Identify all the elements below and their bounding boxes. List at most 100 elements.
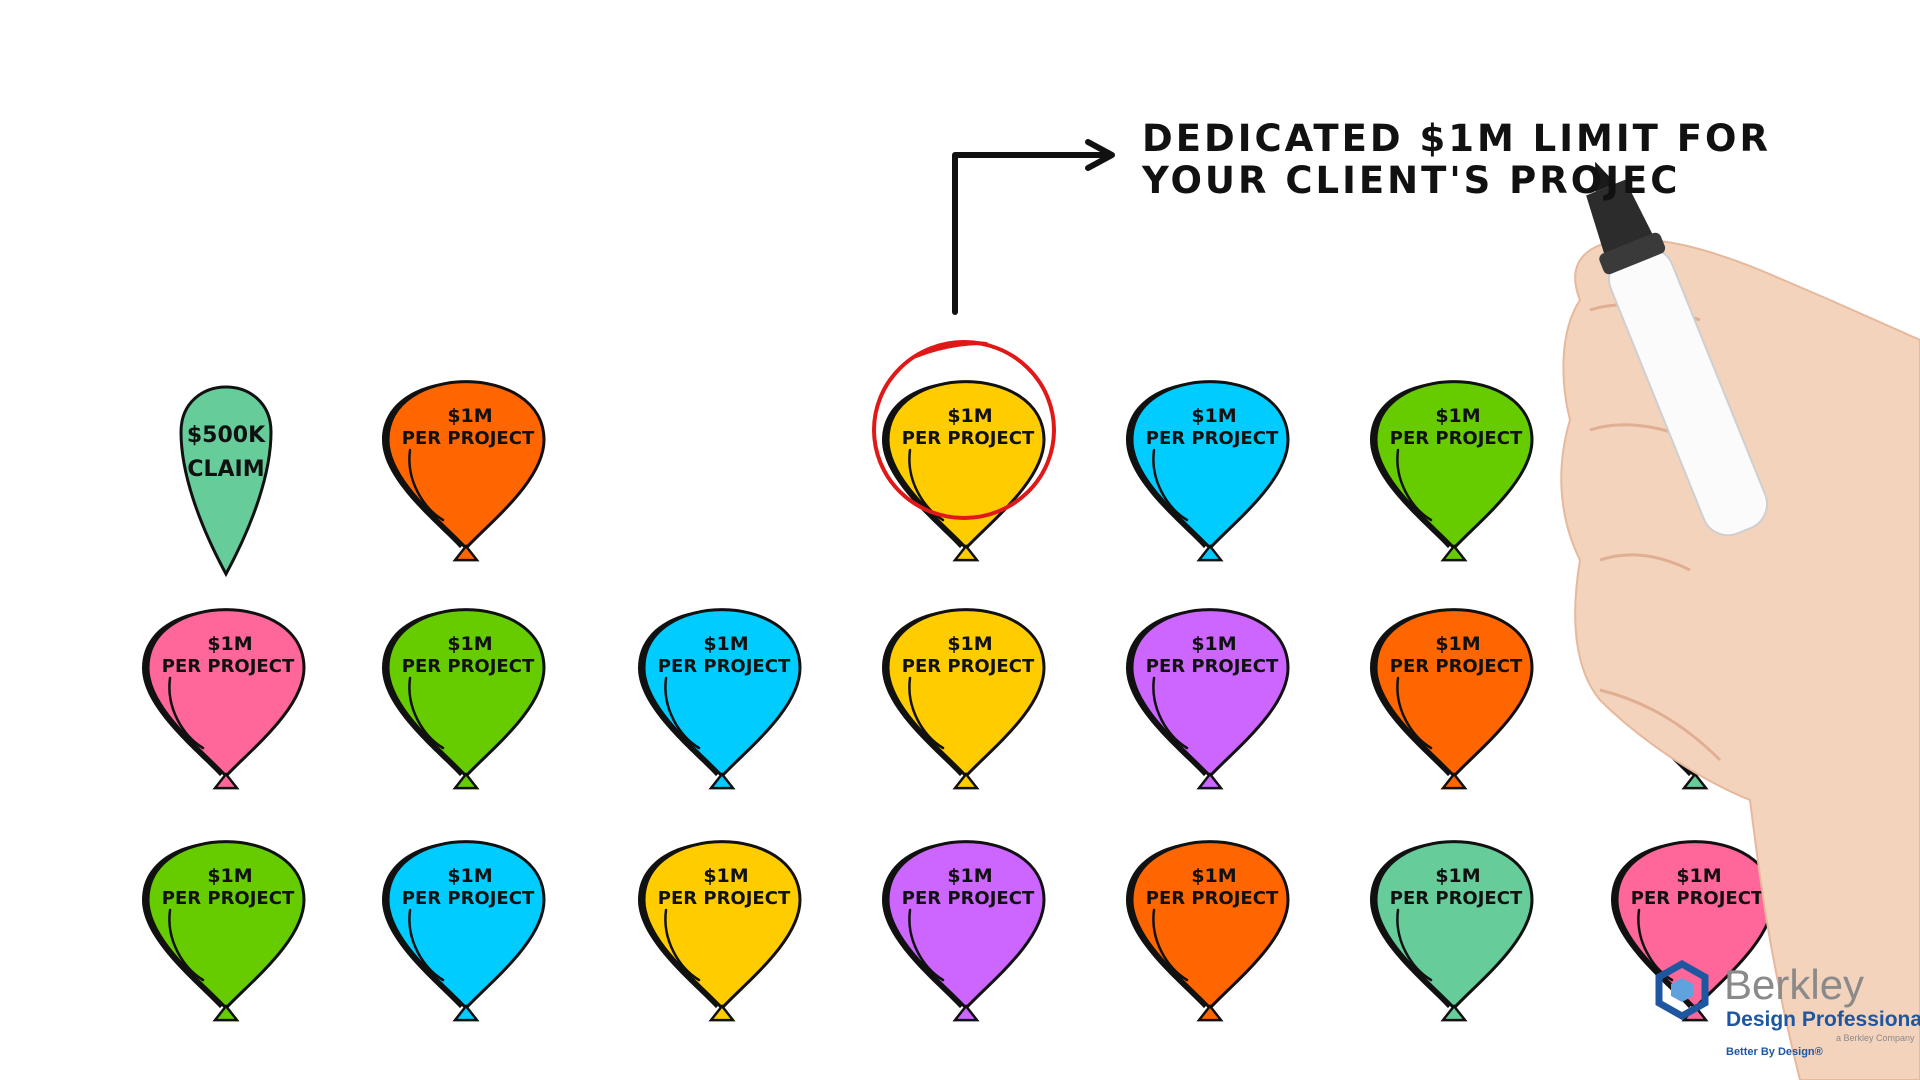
balloon-shine: [908, 676, 945, 750]
balloon-knot: [452, 772, 480, 790]
balloon-shine: [168, 676, 205, 750]
balloon-shine: [664, 676, 701, 750]
claim-label: CLAIM: [187, 457, 264, 482]
balloon-label: PER PROJECT: [1146, 428, 1279, 449]
balloon-knot: [708, 1004, 736, 1022]
balloon-shine: [1396, 448, 1433, 522]
balloon-amount: $1M: [1435, 865, 1480, 887]
balloon-shine: [168, 908, 205, 982]
balloon-knot: [1440, 544, 1468, 562]
callout-text: Dedicated $1M limit for your client's pr…: [1142, 118, 1771, 202]
balloon-amount: $1M: [207, 865, 252, 887]
balloon-label: PER PROJECT: [1390, 888, 1523, 909]
balloon-amount: $1M: [947, 405, 992, 427]
balloon-shine: [408, 908, 445, 982]
balloon-knot: [1440, 772, 1468, 790]
brand-logo: Berkley Design Professional a Berkley Co…: [1650, 958, 1920, 1058]
callout-line-1: Dedicated $1M limit for: [1142, 117, 1771, 160]
balloon-label: PER PROJECT: [658, 888, 791, 909]
balloon-label: PER PROJECT: [902, 888, 1035, 909]
balloon-label: PER PROJECT: [902, 656, 1035, 677]
balloon-knot: [952, 772, 980, 790]
balloon-label: PER PROJECT: [1146, 656, 1279, 677]
highlight-stroke: [914, 341, 988, 358]
balloon-label: PER PROJECT: [1146, 888, 1279, 909]
highlight-circle: [872, 340, 1056, 520]
balloon-amount: $1M: [703, 633, 748, 655]
balloon-shine: [1152, 676, 1189, 750]
balloon-label: PER PROJECT: [902, 428, 1035, 449]
balloon-knot: [212, 1004, 240, 1022]
balloon-knot: [1681, 772, 1709, 790]
balloon-label: PER PROJECT: [1390, 428, 1523, 449]
balloon-amount: $1M: [1435, 633, 1480, 655]
balloon-label: PER PROJECT: [402, 656, 535, 677]
balloon-knot: [952, 1004, 980, 1022]
callout-arrow: [952, 139, 1115, 315]
balloon-shine: [1152, 908, 1189, 982]
logo-tagline: Better By Design®: [1726, 1046, 1823, 1058]
balloon-label: PER PROJECT: [162, 656, 295, 677]
balloon-shine: [408, 448, 445, 522]
balloon-amount: $1M: [447, 865, 492, 887]
balloon-amount: $1M: [1191, 405, 1236, 427]
logo-name: Berkley: [1724, 961, 1865, 1008]
balloon-shine: [1152, 448, 1189, 522]
balloon-amount: $1M: [1191, 633, 1236, 655]
balloon-amount: $1M: [947, 865, 992, 887]
balloon-amount: $1M: [1676, 865, 1721, 887]
balloon-amount: $1M: [703, 865, 748, 887]
balloon-knot: [952, 544, 980, 562]
balloon-label: PER PROJECT: [162, 888, 295, 909]
hand-holding-marker-icon: [1560, 161, 1920, 1080]
callout-line-2: your client's projec: [1142, 159, 1681, 202]
balloon-label: PER PROJECT: [402, 428, 535, 449]
claim-balloon: $500K CLAIM: [179, 385, 273, 578]
balloon-label: PER PROJECT: [402, 888, 535, 909]
berkley-hexagon-icon: [1655, 960, 1709, 1020]
balloon-label: PER PROJECT: [1631, 888, 1764, 909]
balloon-shine: [908, 908, 945, 982]
balloon-knot: [1196, 544, 1224, 562]
balloon-knot: [452, 544, 480, 562]
balloon-amount: $1M: [1191, 865, 1236, 887]
balloon-amount: $1M: [947, 633, 992, 655]
balloon-shine: [408, 676, 445, 750]
balloon-knot: [1196, 1004, 1224, 1022]
balloon-knot: [452, 1004, 480, 1022]
balloon-label: PER PROJECT: [1390, 656, 1523, 677]
balloon-knot: [1196, 772, 1224, 790]
balloon-shine: [1396, 676, 1433, 750]
balloon-shine: [664, 908, 701, 982]
balloon-knot: [1440, 1004, 1468, 1022]
balloon-knot: [708, 772, 736, 790]
balloon-amount: $1M: [207, 633, 252, 655]
balloon-knot: [212, 772, 240, 790]
balloon-shine: [1396, 908, 1433, 982]
balloon-label: PER PROJECT: [658, 656, 791, 677]
claim-amount: $500K: [187, 423, 266, 448]
balloon-amount: $1M: [1435, 405, 1480, 427]
balloon-amount: $1M: [447, 633, 492, 655]
logo-subtitle: Design Professional: [1726, 1008, 1920, 1031]
logo-company: a Berkley Company: [1836, 1033, 1915, 1043]
balloon-amount: $1M: [447, 405, 492, 427]
